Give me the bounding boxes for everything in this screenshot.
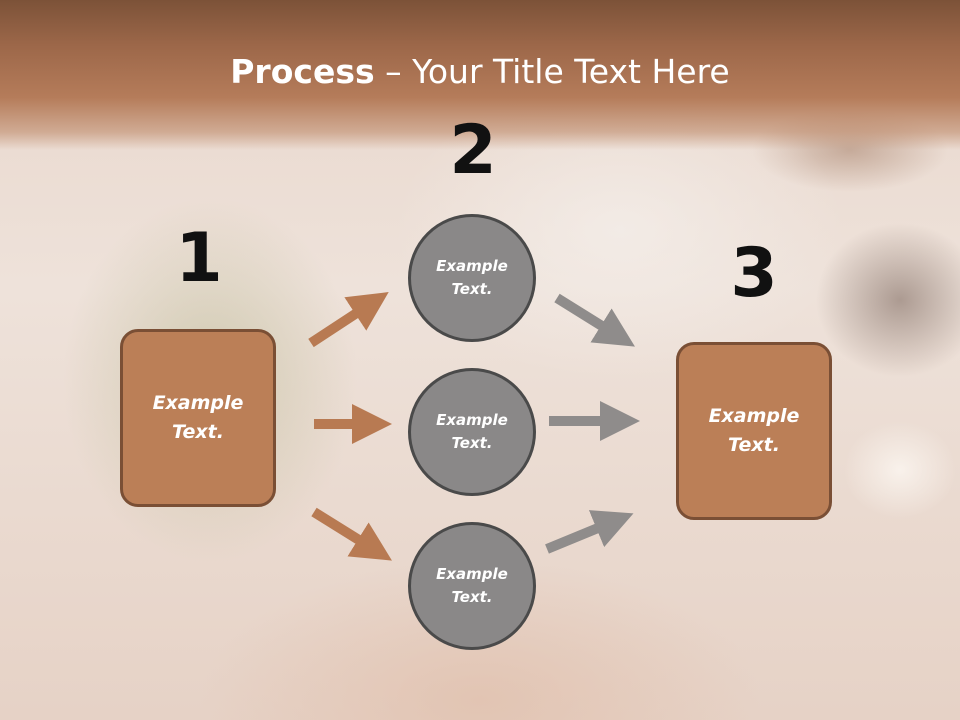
step-2-text-top: Example Text. [436,257,508,298]
step-number-3: 3 [730,234,778,313]
step-3-box: Example Text. [676,342,832,520]
step-2-circle-bottom: Example Text. [408,522,536,650]
step-2-text-bottom: Example Text. [436,565,508,606]
header-band [0,0,960,150]
step-2-text-middle: Example Text. [436,411,508,452]
step-3-text: Example Text. [708,405,800,456]
arrow-right-icon-1c [311,507,392,561]
arrow-right-icon-2a [554,293,635,347]
step-2-circle-top: Example Text. [408,214,536,342]
step-1-box: Example Text. [120,329,276,507]
step-2-circle-middle: Example Text. [408,368,536,496]
step-1-text: Example Text. [152,392,244,443]
title-bold: Process [230,52,375,91]
step-number-1: 1 [175,219,223,298]
arrow-right-icon-2c [545,510,634,554]
title-rest: – Your Title Text Here [374,52,730,91]
step-number-2: 2 [449,111,497,190]
arrow-right-icon-1a [308,292,389,348]
slide-title: Process – Your Title Text Here [0,52,960,91]
